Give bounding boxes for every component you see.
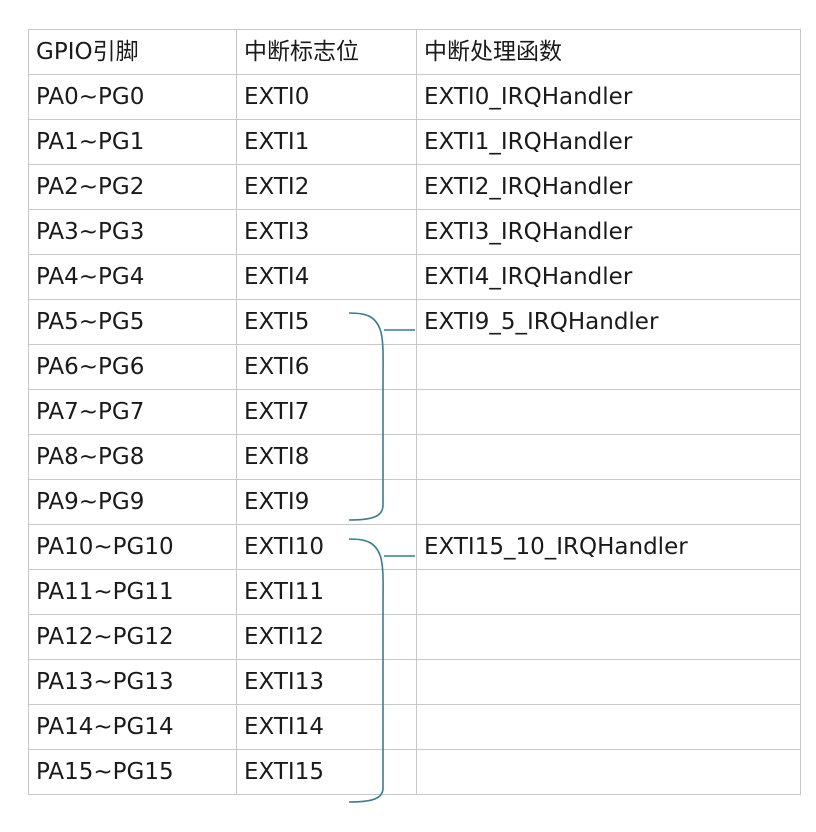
interrupt-handler-cell: EXTI9_5_IRQHandler: [416, 299, 801, 345]
header-interrupt-flag: 中断标志位: [236, 29, 417, 75]
interrupt-handler-cell: EXTI15_10_IRQHandler: [416, 524, 801, 570]
interrupt-handler-cell: [416, 704, 801, 750]
gpio-pin-cell: PA3~PG3: [28, 209, 237, 255]
interrupt-handler-cell: [416, 344, 801, 390]
interrupt-flag-cell: EXTI2: [236, 164, 417, 210]
header-row: GPIO引脚 中断标志位 中断处理函数: [28, 29, 801, 75]
interrupt-flag-cell: EXTI15: [236, 749, 417, 795]
gpio-pin-cell: PA6~PG6: [28, 344, 237, 390]
gpio-pin-cell: PA8~PG8: [28, 434, 237, 480]
interrupt-handler-cell: EXTI1_IRQHandler: [416, 119, 801, 165]
gpio-pin-cell: PA7~PG7: [28, 389, 237, 435]
interrupt-handler-cell: [416, 389, 801, 435]
gpio-pin-cell: PA5~PG5: [28, 299, 237, 345]
interrupt-handler-cell: EXTI0_IRQHandler: [416, 74, 801, 120]
gpio-pin-cell: PA10~PG10: [28, 524, 237, 570]
gpio-pin-cell: PA14~PG14: [28, 704, 237, 750]
interrupt-flag-cell: EXTI0: [236, 74, 417, 120]
header-interrupt-handler: 中断处理函数: [416, 29, 801, 75]
interrupt-handler-cell: [416, 659, 801, 705]
gpio-pin-cell: PA0~PG0: [28, 74, 237, 120]
interrupt-flag-cell: EXTI13: [236, 659, 417, 705]
interrupt-handler-cell: [416, 479, 801, 525]
interrupt-flag-cell: EXTI1: [236, 119, 417, 165]
gpio-pin-cell: PA11~PG11: [28, 569, 237, 615]
header-gpio-pin: GPIO引脚: [28, 29, 237, 75]
interrupt-flag-cell: EXTI8: [236, 434, 417, 480]
interrupt-flag-cell: EXTI6: [236, 344, 417, 390]
interrupt-flag-cell: EXTI10: [236, 524, 417, 570]
interrupt-handler-cell: [416, 614, 801, 660]
interrupt-flag-cell: EXTI7: [236, 389, 417, 435]
interrupt-handler-cell: [416, 749, 801, 795]
interrupt-flag-cell: EXTI14: [236, 704, 417, 750]
interrupt-flag-cell: EXTI3: [236, 209, 417, 255]
interrupt-flag-cell: EXTI12: [236, 614, 417, 660]
gpio-pin-cell: PA1~PG1: [28, 119, 237, 165]
gpio-pin-cell: PA13~PG13: [28, 659, 237, 705]
gpio-pin-cell: PA9~PG9: [28, 479, 237, 525]
interrupt-flag-cell: EXTI4: [236, 254, 417, 300]
gpio-pin-cell: PA4~PG4: [28, 254, 237, 300]
interrupt-flag-cell: EXTI11: [236, 569, 417, 615]
interrupt-handler-cell: EXTI4_IRQHandler: [416, 254, 801, 300]
interrupt-handler-cell: EXTI2_IRQHandler: [416, 164, 801, 210]
gpio-pin-cell: PA2~PG2: [28, 164, 237, 210]
interrupt-handler-cell: [416, 434, 801, 480]
interrupt-flag-cell: EXTI9: [236, 479, 417, 525]
interrupt-handler-cell: [416, 569, 801, 615]
gpio-pin-cell: PA15~PG15: [28, 749, 237, 795]
interrupt-handler-cell: EXTI3_IRQHandler: [416, 209, 801, 255]
interrupt-flag-cell: EXTI5: [236, 299, 417, 345]
gpio-pin-cell: PA12~PG12: [28, 614, 237, 660]
